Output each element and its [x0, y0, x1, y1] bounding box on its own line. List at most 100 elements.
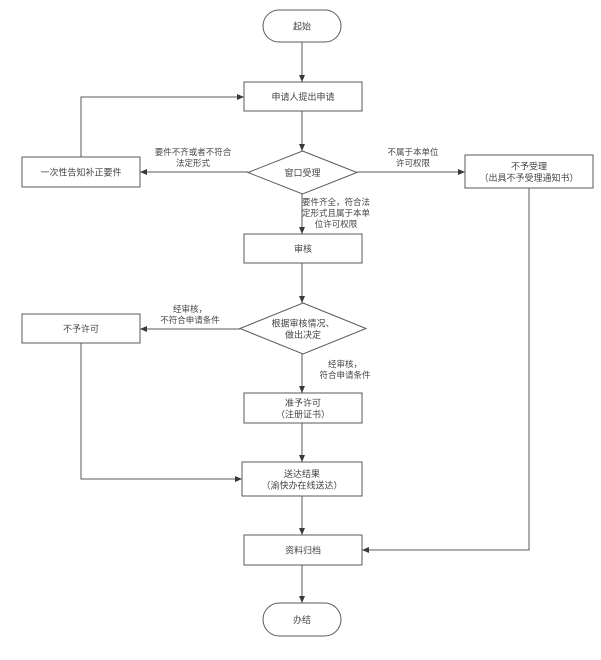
node-window[interactable]: 窗口受理 [246, 150, 359, 195]
edge-apply-window [299, 111, 305, 151]
node-label: 审核 [294, 243, 312, 255]
node-label: 申请人提出申请 [271, 91, 334, 103]
process-shape [464, 154, 594, 189]
arrowhead-icon [299, 528, 305, 535]
decision-shape [238, 302, 368, 355]
connector-line [80, 343, 242, 480]
edge-label-line: 法定形式 [176, 158, 211, 169]
node-label-line: （渝快办在线送达） [261, 479, 342, 491]
edge-label-line: 要件齐全，符合法 [302, 197, 370, 208]
edge-label-line: 位许可权限 [315, 219, 358, 230]
connector-line [80, 96, 244, 157]
node-notify[interactable]: 一次性告知补正要件 [21, 156, 141, 188]
decision-shape [246, 150, 359, 195]
arrowhead-icon [299, 296, 305, 303]
edge-label-line: 经审核， [173, 304, 207, 315]
arrowhead-icon [235, 476, 242, 482]
arrowhead-icon [299, 75, 305, 82]
arrowhead-icon [458, 169, 465, 175]
process-shape [243, 392, 363, 424]
edge-window-reject: 不属于本单位许可权限 [357, 147, 465, 175]
edge-decide-grant: 经审核，符合申请条件 [299, 354, 371, 393]
node-label: 根据审核情况、做出决定 [271, 317, 334, 341]
node-label-line: 审核 [294, 243, 312, 255]
node-label: 资料归档 [285, 545, 321, 557]
arrowhead-icon [299, 386, 305, 393]
node-start[interactable]: 起始 [262, 9, 342, 43]
edge-label: 要件不齐或者不符合法定形式 [155, 147, 232, 169]
node-reject-accept[interactable]: 不予受理（出具不予受理通知书） [464, 154, 594, 189]
arrowhead-icon [299, 227, 305, 234]
process-shape [241, 461, 363, 497]
process-shape [243, 534, 363, 566]
node-label-line: 申请人提出申请 [271, 91, 334, 103]
arrowhead-icon [299, 455, 305, 462]
node-label-line: 准予许可 [285, 397, 321, 409]
process-shape [21, 313, 141, 344]
node-label-line: 不予受理 [511, 160, 547, 172]
node-grant[interactable]: 准予许可（注册证书） [243, 392, 363, 424]
arrowhead-icon [140, 326, 147, 332]
edge-grant-deliver [299, 423, 305, 462]
node-review[interactable]: 审核 [243, 233, 363, 264]
edge-window-notify: 要件不齐或者不符合法定形式 [140, 147, 248, 175]
process-shape [243, 233, 363, 264]
edge-reject-archive [362, 188, 530, 553]
edge-label-line: 符合申请条件 [319, 370, 371, 381]
node-label-line: 不予许可 [63, 323, 99, 335]
edge-label: 经审核，不符合申请条件 [160, 304, 220, 326]
node-end[interactable]: 办结 [262, 602, 342, 637]
edge-label-line: 不符合申请条件 [160, 315, 220, 326]
node-label: 不予许可 [63, 323, 99, 335]
node-archive[interactable]: 资料归档 [243, 534, 363, 566]
node-label: 起始 [293, 21, 311, 33]
edge-label-line: 定形式且属于本单 [302, 208, 371, 219]
node-label: 办结 [293, 614, 311, 626]
terminal-shape [262, 602, 342, 637]
edge-label: 经审核，符合申请条件 [319, 359, 371, 381]
edge-label-line: 经审核， [328, 359, 362, 370]
arrowhead-icon [140, 169, 147, 175]
connector-line [362, 188, 530, 551]
edge-label-line: 许可权限 [396, 158, 431, 169]
arrowhead-icon [362, 547, 369, 553]
node-label-line: 办结 [293, 614, 311, 626]
edge-deliver-archive [299, 496, 305, 535]
node-deliver[interactable]: 送达结果（渝快办在线送达） [241, 461, 363, 497]
edge-label-line: 要件不齐或者不符合 [155, 147, 232, 158]
terminal-shape [262, 9, 342, 43]
arrowhead-icon [299, 144, 305, 151]
node-label-line: （注册证书） [276, 408, 330, 420]
edge-label: 不属于本单位许可权限 [387, 147, 439, 169]
node-label: 窗口受理 [284, 167, 320, 179]
edge-label-line: 不属于本单位 [387, 147, 439, 158]
node-decide[interactable]: 根据审核情况、做出决定 [238, 302, 368, 355]
node-label: 一次性告知补正要件 [40, 167, 121, 179]
node-label-line: 一次性告知补正要件 [40, 167, 121, 179]
node-label: 不予受理（出具不予受理通知书） [479, 160, 578, 184]
edge-notify-apply [80, 94, 244, 157]
edge-window-review: 要件齐全，符合法定形式且属于本单位许可权限 [299, 194, 370, 234]
edge-review-decide [299, 263, 305, 303]
process-shape [21, 156, 141, 188]
node-label: 送达结果（渝快办在线送达） [261, 468, 342, 492]
arrowhead-icon [237, 94, 244, 100]
node-label-line: （出具不予受理通知书） [479, 172, 578, 184]
edge-start-apply [299, 42, 305, 82]
node-label-line: 资料归档 [285, 545, 321, 557]
arrowhead-icon [299, 596, 305, 603]
node-label-line: 起始 [293, 21, 311, 33]
edge-archive-end [299, 565, 305, 603]
edge-decide-deny: 经审核，不符合申请条件 [140, 304, 240, 332]
node-label: 准予许可（注册证书） [276, 397, 330, 421]
node-label-line: 根据审核情况、 [271, 317, 334, 329]
edge-label: 要件齐全，符合法定形式且属于本单位许可权限 [302, 197, 371, 230]
node-deny[interactable]: 不予许可 [21, 313, 141, 344]
node-label-line: 窗口受理 [284, 167, 320, 179]
node-label-line: 做出决定 [285, 329, 321, 341]
node-label-line: 送达结果 [284, 468, 320, 480]
process-shape [243, 81, 363, 112]
edge-deny-deliver [80, 343, 242, 482]
node-apply[interactable]: 申请人提出申请 [243, 81, 363, 112]
